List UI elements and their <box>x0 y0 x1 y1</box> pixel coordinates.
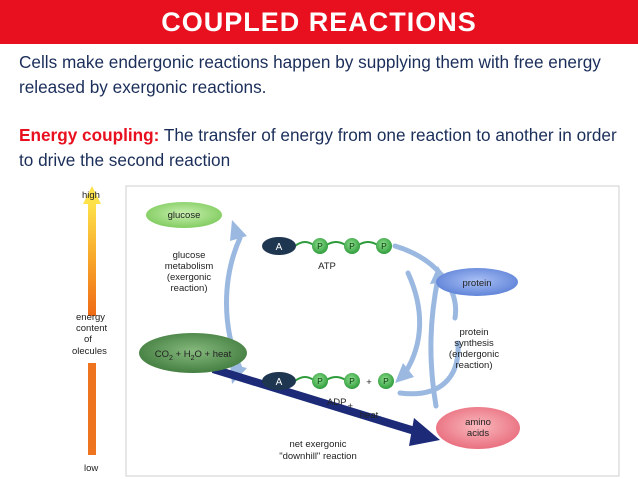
atp-phosphate-3 <box>376 238 392 254</box>
glucose-metabolism-line-3: (exergonic <box>167 272 212 283</box>
glucose-metabolism-line-2: metabolism <box>165 261 214 272</box>
right-protein-arrow <box>428 275 441 409</box>
axis-high-label: high <box>82 190 100 201</box>
atp-label: ATP <box>318 261 336 272</box>
co2-text: CO <box>155 349 169 360</box>
intro-text: Cells make endergonic reactions happen b… <box>19 52 601 97</box>
axis-label-line-3: of <box>84 334 92 345</box>
right-bottom-arc <box>397 340 461 397</box>
protein-ellipse <box>436 268 518 296</box>
atp-p-label-2: P <box>349 241 355 251</box>
slide-title: COUPLED REACTIONS <box>161 6 477 37</box>
amino-acids-line-1: amino <box>465 417 491 428</box>
axis-label-line-1: energy <box>76 312 105 323</box>
left-arrowhead-top <box>230 220 247 241</box>
glucose-metabolism-line-4: reaction) <box>171 283 208 294</box>
adp-label-text: ADP <box>327 397 347 408</box>
axis-low-label: low <box>84 463 98 474</box>
h2o-text: + H <box>173 349 191 360</box>
protein-synthesis-line-2: synthesis <box>454 338 494 349</box>
atp-p-label-1: P <box>317 241 323 251</box>
products-label: CO2 + H2O + heat <box>155 349 232 362</box>
energy-axis-arrowhead <box>83 186 101 204</box>
adp-phosphate-1 <box>312 373 328 389</box>
adp-plus: + <box>366 377 372 388</box>
net-exergonic-line-1: net exergonic <box>289 439 346 450</box>
net-exergonic-arrow <box>211 365 440 446</box>
energy-axis-bar-upper <box>88 203 96 316</box>
atp-p-label-3: P <box>381 241 387 251</box>
protein-synthesis-line-3: (endergonic <box>449 349 499 360</box>
adp-heat-plus: + <box>347 401 353 412</box>
right-down-arrow <box>402 270 423 376</box>
adp-p-label-2: P <box>349 376 355 386</box>
protein-synthesis-line-4: reaction) <box>456 360 493 371</box>
adp-adenosine <box>262 372 296 390</box>
atp-molecule: A P P P ATP <box>262 237 392 272</box>
adp-p-label-1: P <box>317 376 323 386</box>
atp-a-label: A <box>276 242 283 253</box>
h2o-subscript: 2 <box>191 355 195 362</box>
products-rest-text: O + heat <box>195 349 232 360</box>
glucose-metabolism-line-1: glucose <box>173 250 206 261</box>
adp-phosphate-2 <box>344 373 360 389</box>
energy-coupling-description: The transfer of energy from one reaction… <box>19 125 617 170</box>
adp-label: ADP+ <box>327 397 354 412</box>
energy-axis-bar-lower <box>88 363 96 455</box>
energy-axis: high low energy content of olecules <box>72 186 108 474</box>
axis-label-line-2: content <box>76 323 108 334</box>
amino-acids-line-2: acids <box>467 428 489 439</box>
amino-acids-ellipse <box>436 407 520 449</box>
protein-label: protein <box>462 278 491 289</box>
axis-label-line-4: olecules <box>72 346 107 357</box>
atp-adenosine <box>262 237 296 255</box>
diagram-frame <box>125 185 620 477</box>
adp-a-label: A <box>276 377 283 388</box>
co2-subscript: 2 <box>169 355 173 362</box>
energy-coupling-term: Energy coupling: <box>19 125 160 145</box>
glucose-label: glucose <box>168 210 201 221</box>
heat-label: heat <box>360 410 379 421</box>
energy-coupling-definition: Energy coupling: The transfer of energy … <box>19 123 631 173</box>
atp-phosphate-1 <box>312 238 328 254</box>
right-arrowhead-down <box>395 363 414 383</box>
title-bar: COUPLED REACTIONS <box>0 0 638 44</box>
free-phosphate <box>378 373 394 389</box>
adp-molecule: A P P + P ADP+ heat <box>262 372 394 421</box>
atp-phosphate-2 <box>344 238 360 254</box>
net-arrow-shaft <box>211 365 420 436</box>
glucose-ellipse <box>146 202 222 228</box>
products-ellipse <box>139 333 247 373</box>
net-arrow-head <box>409 418 440 446</box>
net-exergonic-line-2: "downhill" reaction <box>279 451 357 462</box>
protein-synthesis-line-1: protein <box>459 327 488 338</box>
free-phosphate-label: P <box>383 376 389 386</box>
coupled-reactions-diagram: high low energy content of olecules net … <box>72 185 620 477</box>
